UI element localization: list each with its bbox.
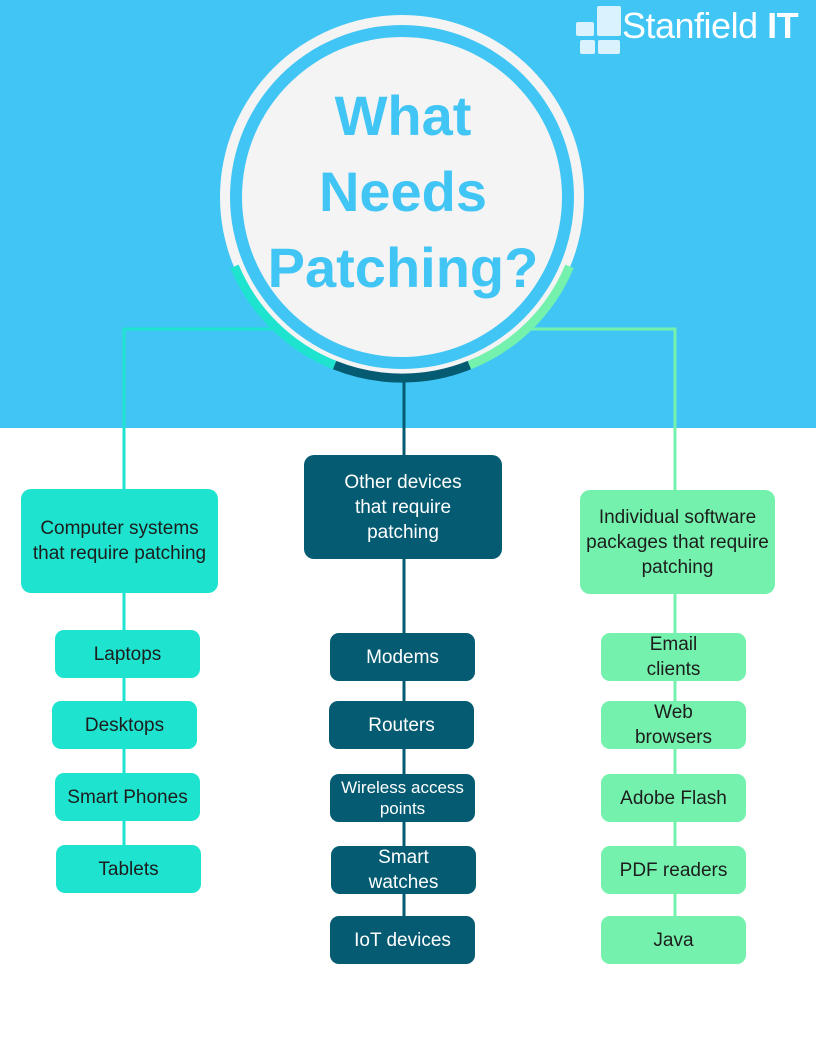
ring-arc-teal — [230, 264, 337, 370]
ring-arc-navy — [332, 360, 472, 383]
item-web-browsers: Web browsers — [601, 701, 746, 749]
brand-logo: Stanfield IT — [576, 6, 812, 56]
item-routers: Routers — [329, 701, 474, 749]
connector-right — [528, 327, 677, 491]
item-email-clients: Email clients — [601, 633, 746, 681]
item-modems: Modems — [330, 633, 475, 681]
logo-icon — [576, 6, 624, 56]
connector-left — [122, 327, 276, 490]
category-software-packages: Individual software packages that requir… — [580, 490, 775, 594]
category-computer-systems: Computer systems that require patching — [21, 489, 218, 593]
hero-title: What Needs Patching? — [250, 78, 556, 306]
item-adobe-flash: Adobe Flash — [601, 774, 746, 822]
brand-name: Stanfield IT — [622, 5, 799, 46]
hero-line-2: Needs — [318, 160, 488, 223]
item-iot-devices: IoT devices — [330, 916, 475, 964]
item-smart-phones: Smart Phones — [55, 773, 200, 821]
item-tablets: Tablets — [56, 845, 201, 893]
category-other-devices: Other devices that require patching — [304, 455, 502, 559]
item-desktops: Desktops — [52, 701, 197, 749]
hero-circle — [220, 15, 584, 383]
item-java: Java — [601, 916, 746, 964]
item-laptops: Laptops — [55, 630, 200, 678]
hero-line-3: Patching? — [267, 236, 539, 299]
item-smart-watches: Smart watches — [331, 846, 476, 894]
hero-line-1: What — [334, 84, 472, 147]
ring-arc-mint — [467, 264, 574, 370]
item-pdf-readers: PDF readers — [601, 846, 746, 894]
brand-suffix: IT — [767, 5, 799, 46]
item-wireless-access-points: Wireless access points — [330, 774, 475, 822]
